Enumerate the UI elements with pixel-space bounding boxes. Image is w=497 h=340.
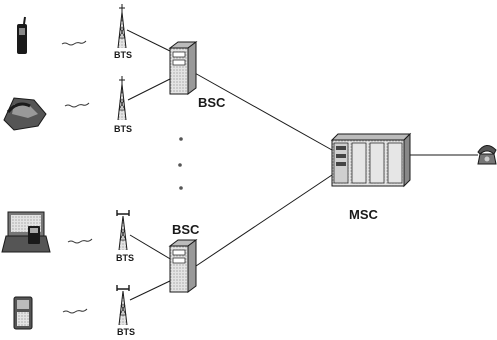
bts-tower-icon <box>117 285 129 325</box>
car-phone-icon <box>4 98 46 130</box>
bts-label-4: BTS <box>117 327 135 337</box>
telephone-icon <box>478 145 496 164</box>
radio-wave-icon <box>62 41 86 45</box>
laptop-icon <box>2 212 50 252</box>
bsc-label-2: BSC <box>172 222 199 237</box>
radio-wave-icon <box>63 309 87 313</box>
link-bts3-bsc2 <box>130 235 172 260</box>
bts-label-2: BTS <box>114 124 132 134</box>
link-bts1-bsc1 <box>127 30 172 52</box>
link-bts4-bsc2 <box>130 280 172 300</box>
bts-tower-icon <box>118 4 126 48</box>
bsc-server-icon <box>170 42 196 94</box>
link-bsc1-msc <box>193 72 332 150</box>
handheld-phone-icon <box>14 297 32 329</box>
bsc-label-1: BSC <box>198 95 225 110</box>
link-bsc2-msc <box>193 175 332 268</box>
radio-wave-icon <box>68 239 92 243</box>
bts-tower-icon <box>118 76 126 120</box>
mobile-phone-icon <box>17 17 27 54</box>
radio-links <box>62 41 92 313</box>
bsc-server-icon <box>170 240 196 292</box>
bts-label-1: BTS <box>114 50 132 60</box>
msc-label: MSC <box>349 207 378 222</box>
msc-rack-icon <box>332 134 410 186</box>
radio-wave-icon <box>65 103 89 107</box>
ellipsis-dots <box>178 137 183 190</box>
bts-tower-icon <box>117 210 129 250</box>
link-bts2-bsc1 <box>128 78 172 100</box>
bts-label-3: BTS <box>116 253 134 263</box>
